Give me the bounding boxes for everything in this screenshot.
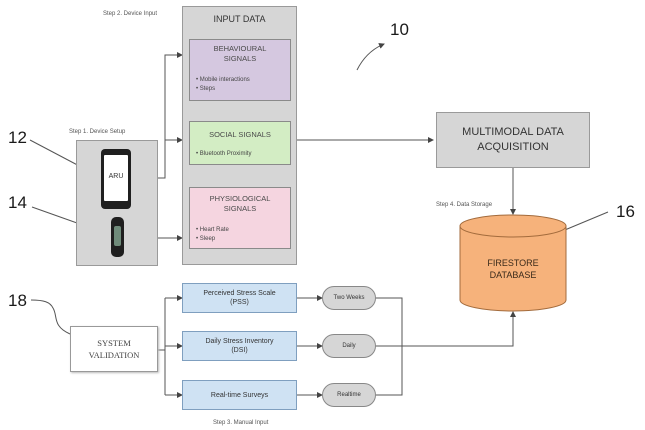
multimodal-acquisition-box: MULTIMODAL DATA ACQUISITION [436, 112, 590, 168]
physiological-item-2: • Sleep [196, 236, 216, 242]
social-item-1: • Bluetooth Proximity [196, 151, 252, 157]
step1-caption: Step 1. Device Setup [69, 129, 126, 135]
validation-line1: SYSTEM [97, 338, 131, 348]
physiological-title-line2: SIGNALS [223, 204, 257, 213]
social-signals-box: SOCIAL SIGNALS • Bluetooth Proximity [189, 121, 291, 165]
pss-survey-box: Perceived Stress Scale (PSS) [182, 283, 297, 313]
behavioural-title-line2: SIGNALS [223, 54, 257, 63]
pss-line1: Perceived Stress Scale [203, 290, 276, 297]
input-data-panel: INPUT DATA BEHAVIOURAL SIGNALS • Mobile … [182, 6, 297, 265]
realtime-pill: Realtime [322, 383, 376, 407]
acquisition-line1: MULTIMODAL DATA [462, 126, 564, 138]
wristband-icon [111, 217, 124, 257]
behavioural-signals-box: BEHAVIOURAL SIGNALS • Mobile interaction… [189, 39, 291, 101]
wristband-display [114, 226, 121, 246]
dsi-line1: Daily Stress Inventory [205, 338, 274, 345]
two-weeks-pill: Two Weeks [322, 286, 376, 310]
step2-caption: Step 2. Device Input [103, 11, 158, 17]
dsi-survey-box: Daily Stress Inventory (DSI) [182, 331, 297, 361]
system-validation-box: SYSTEM VALIDATION [70, 326, 158, 372]
physiological-title-line1: PHYSIOLOGICAL [209, 194, 271, 203]
dsi-line2: (DSI) [231, 347, 248, 354]
ref-16-label: 16 [616, 202, 635, 221]
realtime-survey-box: Real-time Surveys [182, 380, 297, 410]
database-line2: DATABASE [489, 270, 537, 280]
phone-icon: ARU [101, 149, 131, 209]
acquisition-line2: ACQUISITION [477, 141, 549, 153]
step3-caption: Step 3. Manual Input [213, 420, 269, 426]
database-label: FIRESTORE DATABASE [458, 257, 568, 281]
behavioural-item-1: • Mobile interactions [196, 77, 250, 83]
phone-label: ARU [108, 173, 124, 180]
behavioural-item-2: • Steps [196, 86, 216, 92]
database-line1: FIRESTORE [487, 258, 539, 268]
pss-line2: (PSS) [230, 299, 249, 306]
step4-caption: Step 4. Data Storage [436, 202, 493, 208]
device-setup-panel: ARU [76, 140, 158, 266]
ref-18-label: 18 [8, 291, 27, 310]
social-title: SOCIAL SIGNALS [209, 130, 271, 139]
validation-line2: VALIDATION [88, 350, 140, 360]
daily-pill: Daily [322, 334, 376, 358]
input-data-title: INPUT DATA [213, 14, 266, 24]
realtime-line1: Real-time Surveys [210, 391, 269, 399]
physiological-signals-box: PHYSIOLOGICAL SIGNALS • Heart Rate • Sle… [189, 187, 291, 249]
physiological-item-1: • Heart Rate [196, 227, 229, 233]
phone-screen: ARU [104, 155, 128, 201]
ref-12-label: 12 [8, 128, 27, 147]
ref-10-label: 10 [390, 20, 409, 39]
behavioural-title-line1: BEHAVIOURAL [213, 44, 267, 53]
ref-14-label: 14 [8, 193, 27, 212]
firestore-database-cylinder [459, 214, 567, 312]
